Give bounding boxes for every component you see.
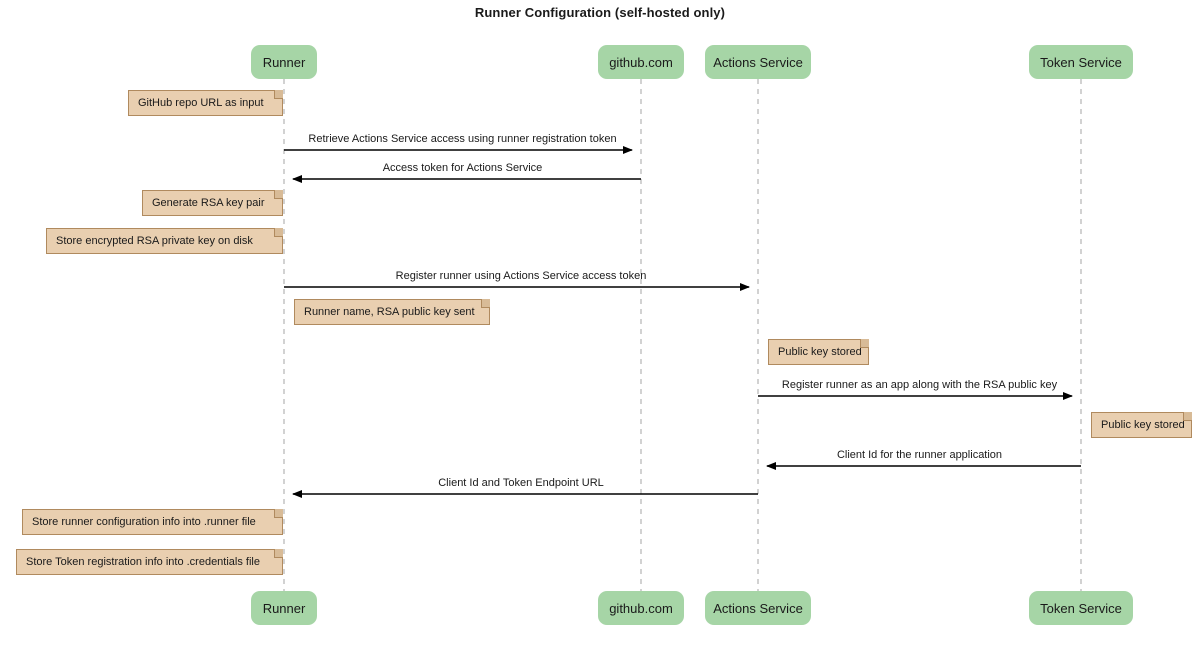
- message-label-3: Register runner as an app along with the…: [781, 379, 1058, 391]
- note-text: Store runner configuration info into .ru…: [32, 516, 256, 528]
- note-7: Store Token registration info into .cred…: [16, 549, 283, 575]
- note-fold-corner-icon: [274, 228, 283, 237]
- note-fold-corner-icon: [274, 90, 283, 99]
- participant-bottom-actions-service[interactable]: Actions Service: [705, 591, 811, 625]
- note-fold-corner-icon: [274, 549, 283, 558]
- note-6: Store runner configuration info into .ru…: [22, 509, 283, 535]
- participant-top-github-com[interactable]: github.com: [598, 45, 684, 79]
- lifelines: [283, 79, 1082, 591]
- message-label-0: Retrieve Actions Service access using ru…: [308, 133, 617, 145]
- diagram-title: Runner Configuration (self-hosted only): [474, 5, 726, 20]
- note-text: Store Token registration info into .cred…: [26, 556, 260, 568]
- note-fold-corner-icon: [860, 339, 869, 348]
- note-0: GitHub repo URL as input: [128, 90, 283, 116]
- note-text: Runner name, RSA public key sent: [304, 306, 475, 318]
- note-text: Store encrypted RSA private key on disk: [56, 235, 253, 247]
- participant-top-actions-service[interactable]: Actions Service: [705, 45, 811, 79]
- note-text: Public key stored: [1101, 419, 1185, 431]
- note-3: Runner name, RSA public key sent: [294, 299, 490, 325]
- note-text: Public key stored: [778, 346, 862, 358]
- message-arrows: [284, 146, 1081, 498]
- note-1: Generate RSA key pair: [142, 190, 283, 216]
- note-2: Store encrypted RSA private key on disk: [46, 228, 283, 254]
- message-label-1: Access token for Actions Service: [382, 162, 543, 174]
- note-4: Public key stored: [768, 339, 869, 365]
- participant-bottom-github-com[interactable]: github.com: [598, 591, 684, 625]
- note-5: Public key stored: [1091, 412, 1192, 438]
- participant-top-runner[interactable]: Runner: [251, 45, 317, 79]
- message-label-5: Client Id and Token Endpoint URL: [438, 477, 604, 489]
- participant-top-token-service[interactable]: Token Service: [1029, 45, 1133, 79]
- message-label-4: Client Id for the runner application: [836, 449, 1003, 461]
- note-fold-corner-icon: [481, 299, 490, 308]
- message-label-2: Register runner using Actions Service ac…: [395, 270, 647, 282]
- participant-bottom-runner[interactable]: Runner: [251, 591, 317, 625]
- note-fold-corner-icon: [274, 190, 283, 199]
- note-fold-corner-icon: [1183, 412, 1192, 421]
- note-text: Generate RSA key pair: [152, 197, 265, 209]
- note-fold-corner-icon: [274, 509, 283, 518]
- participant-bottom-token-service[interactable]: Token Service: [1029, 591, 1133, 625]
- note-text: GitHub repo URL as input: [138, 97, 264, 109]
